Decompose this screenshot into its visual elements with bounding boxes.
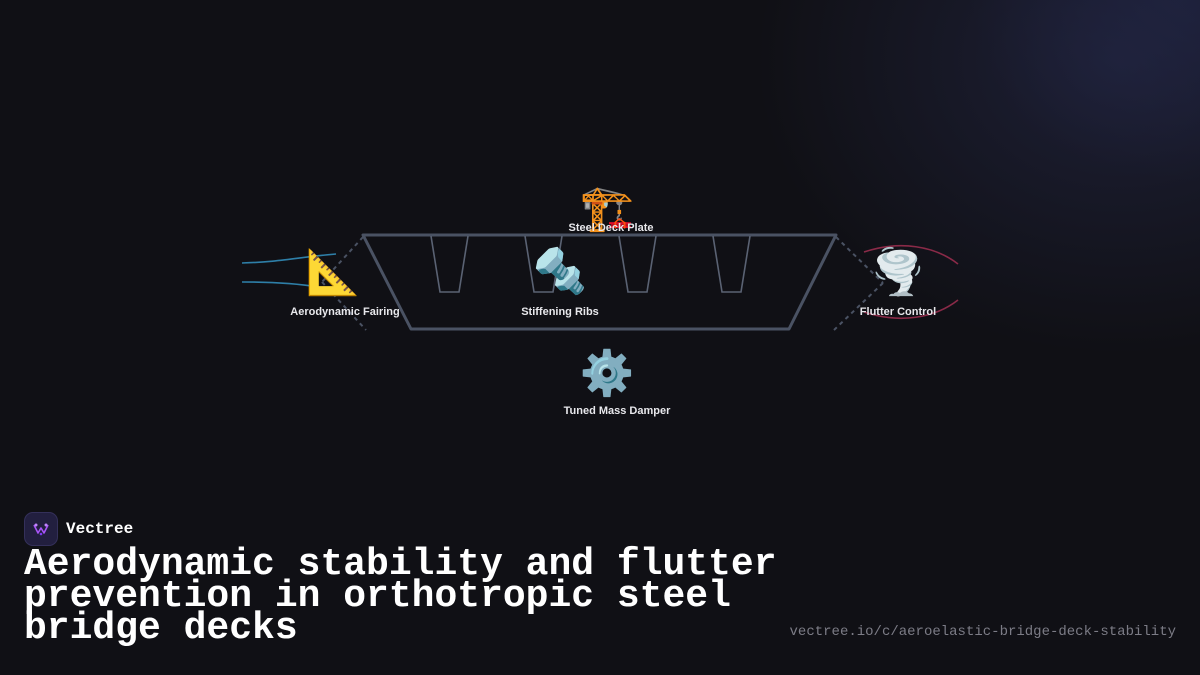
stiffening-rib-1 [430, 235, 469, 293]
source-url: vectree.io/c/aeroelastic-bridge-deck-sta… [789, 624, 1176, 640]
deck-box-girder-outline [361, 233, 838, 331]
nut-and-bolt-icon: 🔩 [533, 246, 588, 297]
steel-deck-plate-label: Steel Deck Plate [569, 222, 654, 234]
brand: Vectree [24, 512, 133, 546]
fairing-dashed-left-upper [321, 236, 364, 283]
wind-flow-line-upper [241, 253, 337, 264]
fairing-dashed-left-lower [321, 281, 367, 331]
triangular-ruler-icon: 📐 [306, 247, 361, 298]
stiffening-ribs-label: Stiffening Ribs [521, 306, 599, 318]
brand-name: Vectree [66, 520, 134, 538]
tuned-mass-damper-label: Tuned Mass Damper [564, 405, 671, 417]
stiffening-rib-2 [524, 235, 563, 293]
aerodynamic-fairing-label: Aerodynamic Fairing [290, 306, 399, 318]
page-title: Aerodynamic stability and flutter preven… [24, 543, 777, 650]
stiffening-rib-3 [618, 235, 657, 293]
fairing-dashed-right-lower [833, 282, 884, 331]
flutter-arc-lower [863, 299, 959, 320]
gear-icon: ⚙️ [580, 348, 635, 399]
fairing-dashed-right-upper [835, 236, 884, 284]
flutter-control-label: Flutter Control [860, 306, 936, 318]
flutter-arc-upper [863, 244, 959, 265]
vectree-logo-mark [33, 523, 49, 536]
stiffening-rib-4 [712, 235, 751, 293]
vectree-logo-icon [24, 512, 58, 546]
wind-flow-line-lower [241, 281, 319, 288]
tornado-icon: 🌪️ [871, 245, 926, 298]
construction-crane-icon: 🏗️ [580, 183, 635, 234]
